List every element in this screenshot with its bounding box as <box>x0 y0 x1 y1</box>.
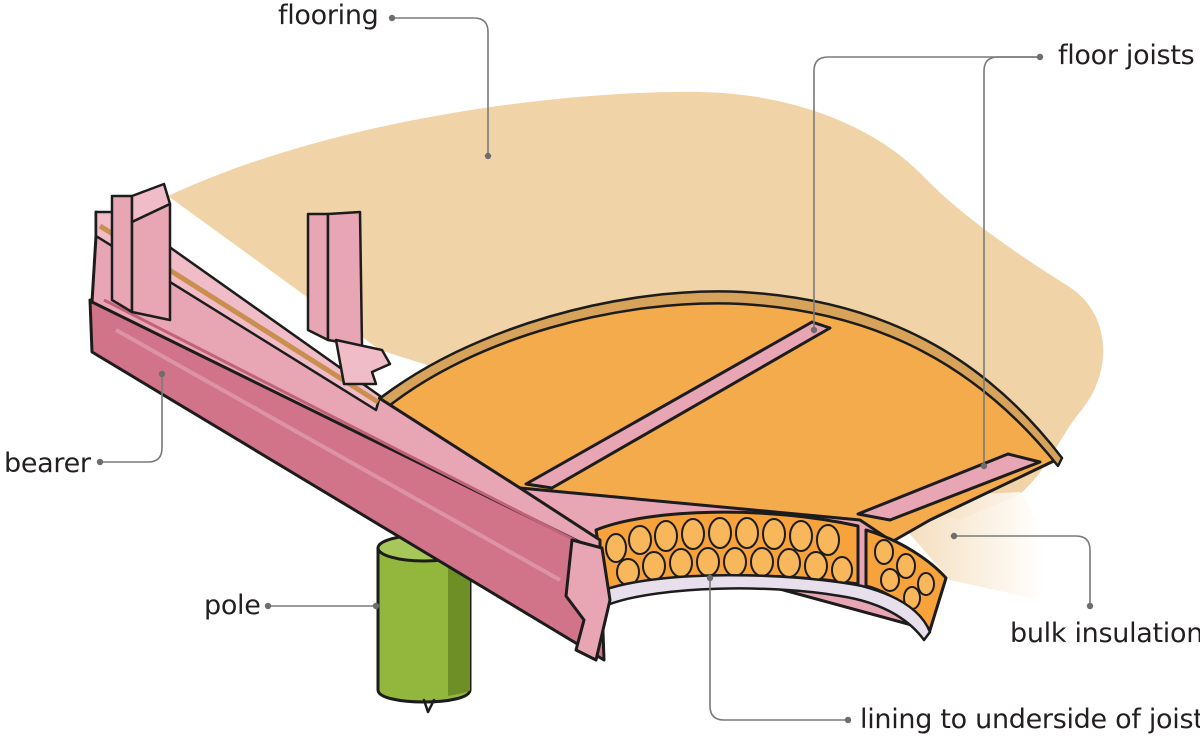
insulation-cells <box>605 517 853 586</box>
floor-joist-1 <box>524 320 832 490</box>
flooring-edge <box>376 290 1064 468</box>
wall-stud-right <box>306 212 330 342</box>
label-floor-joists: floor joists <box>1058 40 1195 71</box>
label-pole: pole <box>204 590 261 621</box>
leader-lines <box>96 14 1094 724</box>
label-lining: lining to underside of joists <box>860 704 1200 735</box>
lining-underside <box>602 573 932 642</box>
label-flooring: flooring <box>278 0 379 31</box>
label-bulk-insulation: bulk insulation <box>1010 618 1200 649</box>
floor-joist-2 <box>856 452 1042 522</box>
wall-stud-left <box>110 194 134 314</box>
label-bearer: bearer <box>4 448 91 479</box>
